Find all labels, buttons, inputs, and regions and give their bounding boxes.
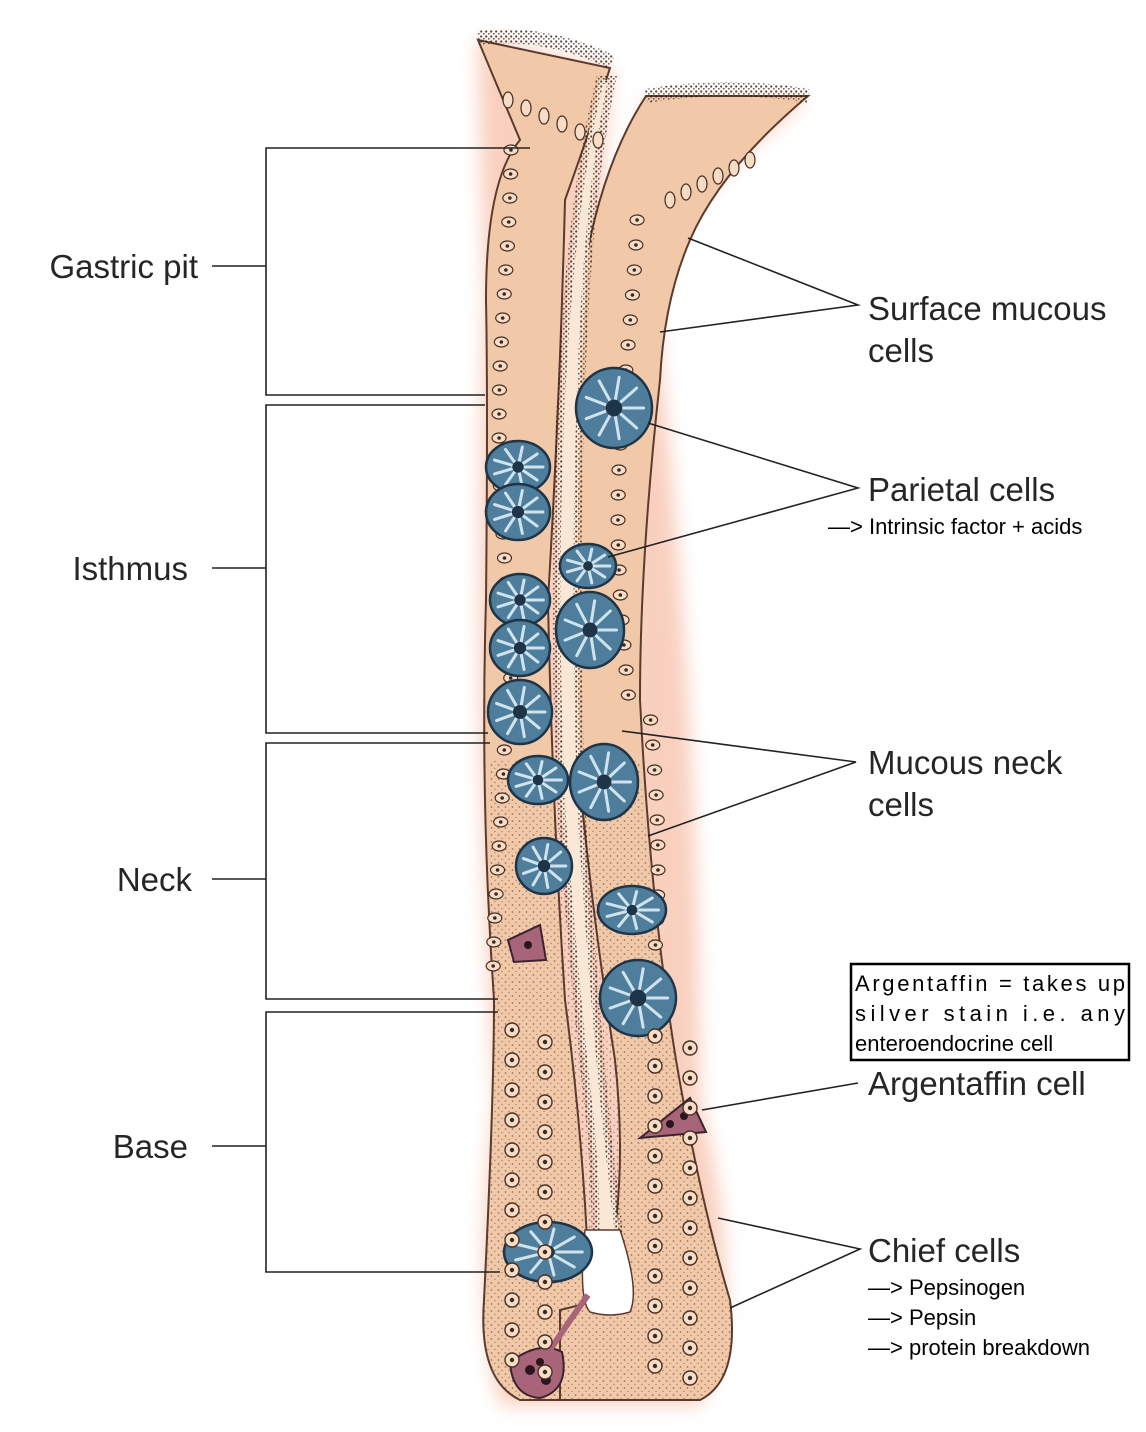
parietal-cell (488, 618, 552, 678)
leader-chief (717, 1217, 863, 1309)
leader-argentaffin (701, 1082, 859, 1111)
surface-cell-nucleus (556, 115, 568, 133)
surface-cell-nucleus (696, 175, 708, 193)
parietal-cell (486, 678, 554, 746)
leader-mucous-neck (621, 730, 857, 837)
gland-lumen-bottom (581, 1229, 635, 1316)
note-box-line-1: Argentaffin = takes up (855, 971, 1125, 996)
surface-cell-nucleus (520, 99, 532, 117)
surface-cell-nucleus (744, 151, 756, 169)
note-box-line-2: silver stain i.e. any (855, 1001, 1125, 1026)
note-box-line-3: enteroendocrine cell (855, 1031, 1053, 1056)
label-surface-mucous-2: cells (868, 332, 934, 369)
parietal-cell (574, 366, 654, 450)
surface-cell-nucleus (712, 167, 724, 185)
note-chief-1: —> Pepsinogen (868, 1275, 1025, 1300)
surface-cell-nucleus (574, 123, 586, 141)
leader-parietal (607, 422, 861, 558)
gastric-gland-illustration (476, 29, 811, 1405)
brush-border-right (644, 82, 810, 103)
label-argentaffin-cell: Argentaffin cell (868, 1065, 1086, 1102)
parietal-cell (596, 884, 668, 936)
argentaffin-cell-3 (508, 1346, 565, 1400)
surface-cell-nucleus (538, 107, 550, 125)
parietal-cell-group (484, 366, 678, 1284)
surface-cell-nucleus (680, 183, 692, 201)
parietal-cell (506, 754, 570, 806)
note-chief-3: —> protein breakdown (868, 1335, 1090, 1360)
note-parietal: —> Intrinsic factor + acids (828, 514, 1082, 539)
chief-cell-nuclei (504, 1022, 698, 1386)
surface-cell-nucleus (592, 131, 604, 149)
parietal-cell (488, 572, 552, 628)
leader-surface-mucous (659, 237, 862, 333)
bracket-gastric-pit (212, 147, 530, 396)
parietal-cell (484, 482, 552, 542)
leader-lines (607, 237, 863, 1309)
parietal-cell (554, 590, 626, 670)
surface-cell-nucleus (728, 159, 740, 177)
label-mucous-neck-1: Mucous neck (868, 744, 1063, 781)
region-brackets (212, 147, 530, 1273)
bracket-neck (212, 742, 498, 1000)
label-base: Base (113, 1128, 188, 1165)
label-neck: Neck (117, 861, 193, 898)
brush-border-left (477, 29, 616, 69)
parietal-cell (568, 742, 640, 822)
label-isthmus: Isthmus (72, 550, 188, 587)
label-surface-mucous-1: Surface mucous (868, 290, 1106, 327)
argentaffin-note-box (849, 962, 1131, 1062)
parietal-cell (514, 836, 574, 896)
surface-cell-nucleus (664, 191, 676, 209)
parietal-cell (598, 958, 678, 1038)
label-gastric-pit: Gastric pit (49, 248, 198, 285)
parietal-cell (484, 439, 552, 495)
bracket-base (212, 1011, 500, 1273)
bracket-isthmus (212, 404, 488, 734)
surface-cell-nucleus (502, 91, 514, 109)
label-chief-cells: Chief cells (868, 1232, 1020, 1269)
label-parietal-cells: Parietal cells (868, 471, 1055, 508)
label-mucous-neck-2: cells (868, 786, 934, 823)
note-chief-2: —> Pepsin (868, 1305, 976, 1330)
parietal-cell (558, 542, 618, 590)
